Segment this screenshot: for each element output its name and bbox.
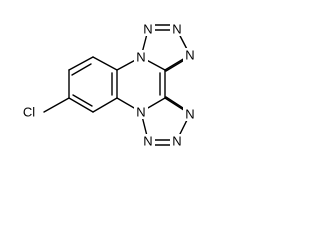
atom-cl: Cl [19, 105, 39, 120]
atom-label-n-6: N [143, 134, 152, 149]
atom-label-n-8: N [185, 107, 194, 122]
atom-label-n-5: N [136, 105, 145, 120]
atom-label-n-10: N [136, 50, 145, 65]
bond-c9a-c9 [92, 56, 118, 71]
atom-label-n-2: N [172, 22, 181, 37]
atom-n-7: N [170, 134, 184, 149]
atom-n-8: N [183, 107, 197, 122]
bond-c7-cl [43, 97, 70, 113]
atom-label-cl: Cl [23, 105, 35, 120]
atom-n-3: N [183, 48, 197, 63]
bond-c7-c6 [68, 97, 94, 113]
atom-n-2: N [170, 22, 184, 37]
bond-c7-c6-double [72, 94, 93, 107]
bond-c6-c5a [92, 97, 118, 113]
atom-n-5: N [134, 105, 148, 120]
atom-label-n-1: N [143, 22, 152, 37]
bond-skeleton [43, 24, 191, 146]
atom-labels: N N N N N N N N [19, 22, 197, 149]
bond-n3-c10a-double [165, 58, 187, 72]
atom-label-n-3: N [185, 48, 194, 63]
bond-c9-c8-double [71, 63, 92, 76]
bond-c9-c8 [68, 56, 94, 71]
atom-label-n-7: N [172, 134, 181, 149]
atom-n-6: N [141, 134, 155, 149]
atom-n-10: N [134, 50, 148, 65]
chemical-structure-diagram: N N N N N N N N [19, 21, 197, 149]
atom-n-1: N [141, 22, 155, 37]
bond-n8-c4a-double [165, 96, 187, 111]
